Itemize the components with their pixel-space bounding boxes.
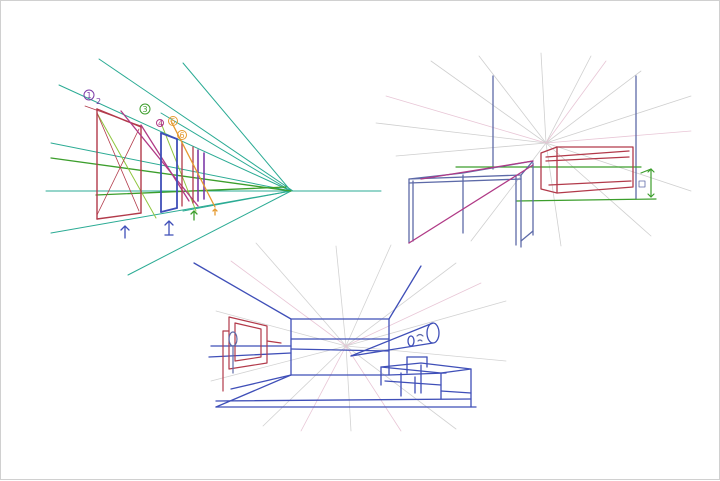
back-pillars — [181, 141, 194, 207]
marker-5: 5 — [171, 117, 176, 126]
red-pillar — [96, 108, 142, 220]
pillar-arrows — [120, 208, 218, 239]
lamp-text-marks — [416, 333, 424, 342]
pink-guides — [385, 60, 692, 144]
arrow-up-icon — [190, 210, 198, 221]
bench — [380, 356, 472, 408]
marker-4: 4 — [158, 119, 163, 128]
room-pink-guides — [230, 260, 482, 432]
vertical-references — [492, 75, 637, 200]
sketch-table-box — [375, 52, 692, 248]
convergence-lines — [45, 58, 382, 276]
purple-pillar — [197, 149, 205, 202]
blue-pillar — [160, 132, 178, 213]
wall-frame-circle — [228, 331, 238, 374]
lime-diagonals — [96, 112, 197, 219]
box — [540, 146, 634, 194]
marker-2: 2 — [96, 97, 101, 106]
magenta-diagonals — [120, 110, 199, 207]
marker-1: 1 — [87, 91, 92, 100]
box-small-marker — [638, 180, 646, 188]
sketch-pillars: 1 2 3 4 5 6 — [45, 58, 382, 276]
red-pillar-diagonals — [84, 105, 142, 216]
room-walls — [193, 262, 477, 408]
box-measure — [640, 168, 655, 198]
marker-6: 6 — [180, 131, 185, 140]
box-horizon — [455, 166, 657, 202]
lamp — [350, 322, 440, 357]
green-guides — [50, 157, 292, 196]
orange-diagonal — [170, 120, 216, 208]
table-diagonals — [408, 160, 534, 244]
sketch-room — [193, 242, 507, 432]
room-radial-guides — [210, 242, 507, 432]
arrow-up-icon — [164, 220, 174, 236]
marker-3: 3 — [143, 105, 148, 114]
pillar-number-markers: 1 2 3 4 5 6 — [83, 89, 187, 140]
arrow-up-icon — [120, 225, 130, 239]
wall-frame — [222, 316, 282, 392]
arrow-up-icon — [212, 208, 218, 216]
radial-guides — [375, 52, 692, 247]
